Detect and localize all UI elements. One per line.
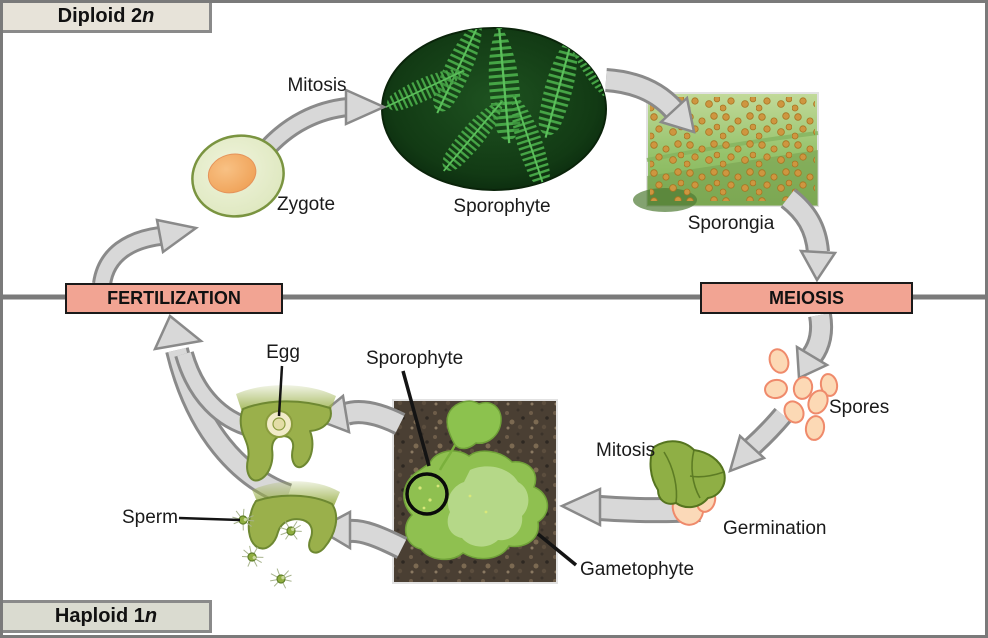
- sperm-pointer-line: [178, 516, 241, 522]
- germination-drawing: [649, 440, 726, 526]
- gametophyte-pointer-line: [536, 532, 578, 567]
- diploid-label-text: Diploid 2: [57, 5, 143, 27]
- label-sporophyte-bottom: Sporophyte: [366, 348, 464, 369]
- arrow-gametophyte-to-egg: [312, 393, 406, 435]
- sporophyte-annotation-circle: [405, 472, 449, 516]
- arrow-spores-to-germination: [728, 407, 792, 474]
- label-egg: Egg: [266, 342, 300, 363]
- label-spores: Spores: [829, 397, 890, 418]
- sperm-structure-drawing: [229, 481, 340, 592]
- label-mitosis-bottom: Mitosis: [596, 440, 656, 461]
- label-sporophyte-top: Sporophyte: [453, 196, 551, 217]
- label-gametophyte: Gametophyte: [580, 559, 695, 580]
- egg-pointer-line: [277, 365, 284, 417]
- zygote-drawing: [191, 134, 285, 218]
- fertilization-box: FERTILIZATION: [65, 283, 283, 314]
- haploid-label-n: n: [144, 605, 158, 627]
- arrow-fertilization-to-zygote: [92, 218, 200, 286]
- label-sporongia: Sporongia: [687, 213, 775, 234]
- arrow-zygote-to-sporophyte-mitosis: [256, 88, 388, 159]
- diploid-label-n: n: [142, 5, 155, 27]
- egg-structure-drawing: [236, 385, 336, 482]
- arrow-sporangia-to-meiosis: [780, 188, 838, 283]
- arrow-sporophyte-to-sporangia: [604, 68, 696, 134]
- sporophyte-pointer-line: [401, 370, 431, 467]
- haploid-label-text: Haploid 1: [54, 605, 145, 627]
- arrow-meiosis-to-spores: [795, 312, 834, 380]
- label-germination: Germination: [723, 518, 827, 539]
- label-mitosis-top: Mitosis: [287, 75, 347, 96]
- sporophyte-fern-photo: [381, 27, 607, 191]
- meiosis-box: MEIOSIS: [700, 282, 913, 314]
- spores-drawing: [764, 348, 839, 441]
- sperm-cell: [267, 565, 295, 592]
- label-sperm: Sperm: [122, 507, 178, 528]
- label-zygote: Zygote: [277, 194, 336, 215]
